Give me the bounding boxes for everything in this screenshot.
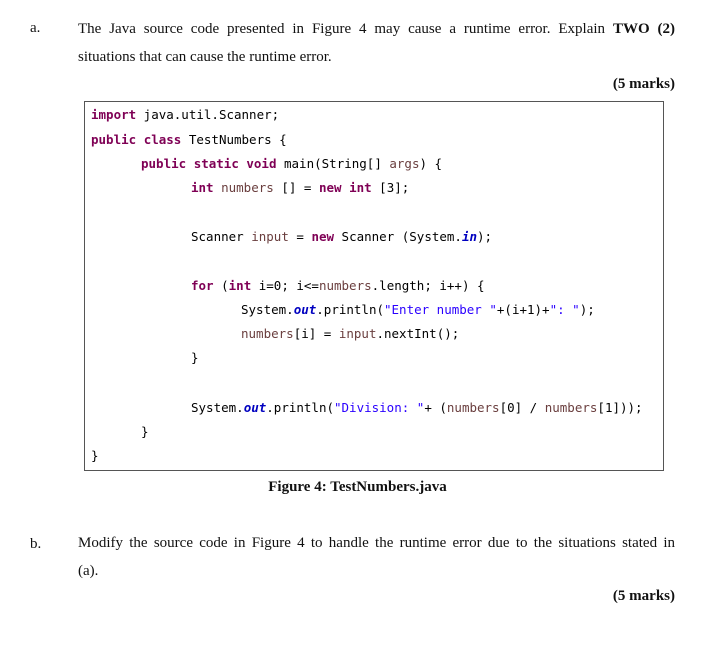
question-b-text: Modify the source code in Figure 4 to ha… [78,529,675,585]
question-a-marks: (5 marks) [612,76,675,92]
code-line-4: int numbers [] = new int [3]; [191,180,410,195]
code-line-12: } [91,448,99,463]
code-line-9: } [191,350,199,365]
code-line-6: for (int i=0; i<=numbers.length; i++) { [191,278,485,293]
code-line-1: import java.util.Scanner; [91,107,280,122]
question-a-letter: a. [30,20,41,36]
question-b-text-line2: (a). [78,563,99,579]
code-line-3: public static void main(String[] args) { [141,156,443,171]
code-line-11: } [141,424,149,439]
question-a-text: The Java source code presented in Figure… [78,15,675,71]
figure-caption: Figure 4: TestNumbers.java [268,479,447,495]
code-line-5: Scanner input = new Scanner (System.in); [191,229,493,244]
question-a-bold-count: TWO (2) [612,21,675,37]
code-line-10: System.out.println("Division: "+ (number… [191,400,643,415]
code-line-7: System.out.println("Enter number "+(i+1)… [241,302,595,317]
code-line-2: public class TestNumbers { [91,132,287,147]
code-listing-box: import java.util.Scanner; public class T… [84,101,664,471]
question-b-text-line1: Modify the source code in Figure 4 to ha… [78,535,675,551]
code-line-8: numbers[i] = input.nextInt(); [241,326,460,341]
question-a-text-line1: The Java source code presented in Figure… [78,21,606,37]
question-b-marks: (5 marks) [612,588,675,604]
question-b-letter: b. [30,536,42,552]
question-a-text-line2: situations that can cause the runtime er… [78,49,332,65]
